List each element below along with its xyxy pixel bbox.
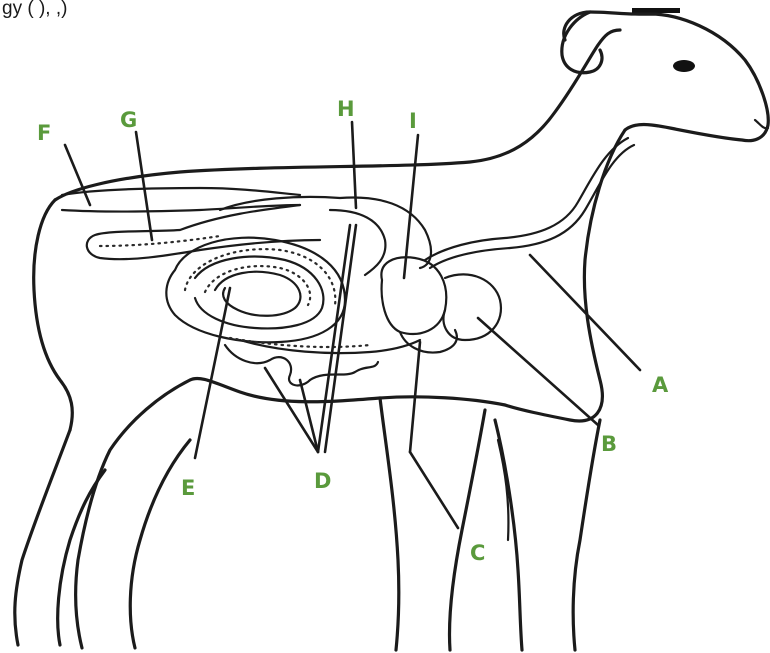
label-H: H	[337, 97, 355, 121]
hind-leg-back-inner	[58, 470, 105, 645]
label-G: G	[120, 108, 137, 132]
cropped-top-text: gy ( ), ,)	[2, 0, 67, 19]
leader-B	[478, 318, 598, 425]
fore-leg-back	[380, 398, 399, 650]
label-I: I	[409, 109, 417, 133]
large-intestine-dots	[100, 236, 220, 246]
spiral-colon-mid	[195, 257, 323, 329]
label-D: D	[314, 469, 331, 493]
hind-leg-front-inner	[130, 440, 190, 648]
rumen-inner	[330, 210, 385, 275]
head-outline	[564, 12, 769, 141]
top-bar-mark	[632, 8, 680, 13]
label-C: C	[470, 541, 485, 565]
leader-E	[195, 288, 230, 458]
reticulum	[381, 257, 446, 334]
eye	[673, 60, 695, 72]
fore-leg-back-inner	[450, 410, 486, 650]
spiral-colon-outer	[166, 238, 345, 343]
label-E: E	[181, 476, 195, 500]
label-F: F	[37, 121, 51, 145]
leader-G	[136, 132, 152, 240]
belly-line	[190, 378, 505, 405]
small-intestine-coil-2	[310, 362, 378, 380]
rump-line	[34, 200, 73, 430]
label-B: B	[601, 432, 617, 456]
hind-leg-front	[76, 380, 190, 648]
leader-lines	[65, 122, 640, 528]
leader-D-4	[325, 225, 356, 452]
leader-F	[65, 145, 90, 205]
leader-D-3	[300, 380, 318, 452]
hind-leg-back	[15, 430, 70, 645]
fore-leg-front-inner	[573, 420, 600, 650]
rectum	[62, 188, 300, 195]
label-A: A	[652, 373, 669, 397]
leader-C-2	[410, 452, 458, 528]
